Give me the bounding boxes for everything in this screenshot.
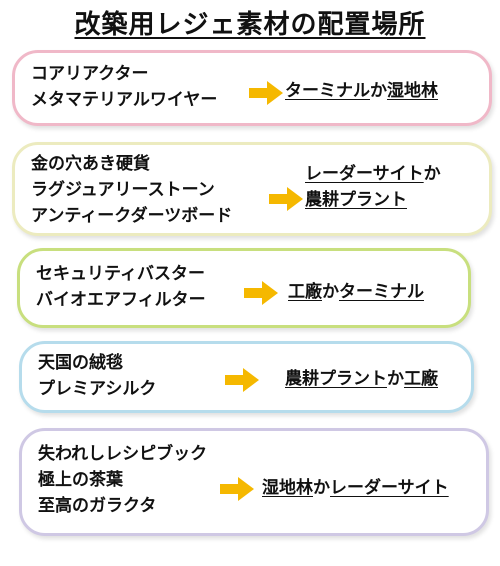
arrow-right-icon xyxy=(220,477,254,501)
connector-text: か xyxy=(423,164,441,184)
location-text: 湿地林かレーダーサイト xyxy=(262,475,449,501)
material-item: ラグジュアリーストーン xyxy=(31,180,215,200)
location-name: 工廠 xyxy=(404,369,438,389)
material-item: 天国の絨毯 xyxy=(38,353,123,373)
location-name: 湿地林 xyxy=(262,478,313,498)
arrow-right-icon xyxy=(249,81,283,105)
material-item: プレミアシルク xyxy=(38,379,157,399)
location-text: レーダーサイトか 農耕プラント xyxy=(305,161,441,213)
location-text: ターミナルか湿地林 xyxy=(285,78,438,104)
material-item: バイオエアフィルター xyxy=(36,290,206,310)
location-text: 農耕プラントか工廠 xyxy=(285,366,438,392)
arrow-right-icon xyxy=(269,187,303,211)
material-item: アンティークダーツボード xyxy=(31,206,233,226)
connector-text: か xyxy=(322,282,339,302)
page-title: 改築用レジェ素材の配置場所 xyxy=(74,10,426,40)
arrow-right-icon xyxy=(225,368,259,392)
location-name: 湿地林 xyxy=(387,81,438,101)
location-text: 工廠かターミナル xyxy=(288,279,424,305)
material-list: セキュリティバスター バイオエアフィルター xyxy=(36,261,206,313)
material-list: 天国の絨毯 プレミアシルク xyxy=(38,350,156,402)
material-item: セキュリティバスター xyxy=(36,264,205,284)
group-card-2: 金の穴あき硬貨 ラグジュアリーストーン アンティークダーツボード レーダーサイト… xyxy=(12,142,492,236)
group-card-5: 失われしレシピブック 極上の茶葉 至高のガラクタ 湿地林かレーダーサイト xyxy=(19,428,489,536)
location-name: ターミナル xyxy=(285,81,370,101)
material-list: 金の穴あき硬貨 ラグジュアリーストーン アンティークダーツボード xyxy=(31,151,232,229)
group-card-4: 天国の絨毯 プレミアシルク 農耕プラントか工廠 xyxy=(19,341,474,413)
connector-text: か xyxy=(370,81,387,101)
arrow-right-icon xyxy=(244,281,278,305)
material-item: コアリアクター xyxy=(31,64,149,84)
group-card-1: コアリアクター メタマテリアルワイヤー ターミナルか湿地林 xyxy=(12,50,492,126)
location-name: 工廠 xyxy=(288,282,322,302)
material-item: 失われしレシピブック xyxy=(38,444,208,464)
connector-text: か xyxy=(313,478,330,498)
material-item: 金の穴あき硬貨 xyxy=(31,154,150,174)
material-item: メタマテリアルワイヤー xyxy=(31,90,218,110)
location-name: 農耕プラント xyxy=(285,369,387,389)
material-list: コアリアクター メタマテリアルワイヤー xyxy=(31,61,217,113)
connector-text: か xyxy=(387,369,404,389)
location-name: ターミナル xyxy=(339,282,424,302)
location-name: レーダーサイト xyxy=(305,164,424,184)
location-name: 農耕プラント xyxy=(305,190,407,210)
material-list: 失われしレシピブック 極上の茶葉 至高のガラクタ xyxy=(38,441,207,519)
group-card-3: セキュリティバスター バイオエアフィルター 工廠かターミナル xyxy=(17,248,471,328)
material-item: 至高のガラクタ xyxy=(38,496,157,516)
location-name: レーダーサイト xyxy=(330,478,449,498)
material-item: 極上の茶葉 xyxy=(38,470,123,490)
